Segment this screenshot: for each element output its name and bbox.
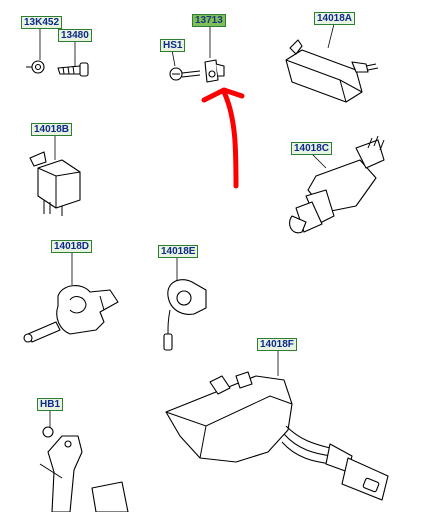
bracket-13713: [204, 59, 225, 83]
label-14018e: 14018E: [158, 245, 199, 258]
label-13k452: 13K452: [21, 16, 63, 29]
nut-13k452: [26, 60, 45, 74]
module-14018a: [285, 39, 379, 103]
leader-lines: [39, 23, 335, 428]
screw-13480: [57, 62, 89, 77]
label-14018b: 14018B: [31, 123, 73, 136]
relay-14018b: [29, 151, 81, 216]
sensor-14018e: [163, 279, 207, 351]
harness-14018f: [165, 371, 389, 501]
clip-14018d: [23, 285, 119, 343]
label-13480: 13480: [58, 29, 92, 42]
label-14018f: 14018F: [257, 338, 297, 351]
label-14018d: 14018D: [51, 240, 93, 253]
switch-14018c: [289, 135, 385, 234]
label-hs1: HS1: [160, 39, 186, 52]
label-13713: 13713: [192, 14, 226, 27]
annotation-arrow: [201, 87, 245, 189]
label-14018c: 14018C: [291, 142, 333, 155]
screw-hs1: [169, 67, 201, 81]
label-hb1: HB1: [37, 398, 64, 411]
bracket-hb1: [39, 426, 129, 512]
label-14018a: 14018A: [314, 12, 356, 25]
